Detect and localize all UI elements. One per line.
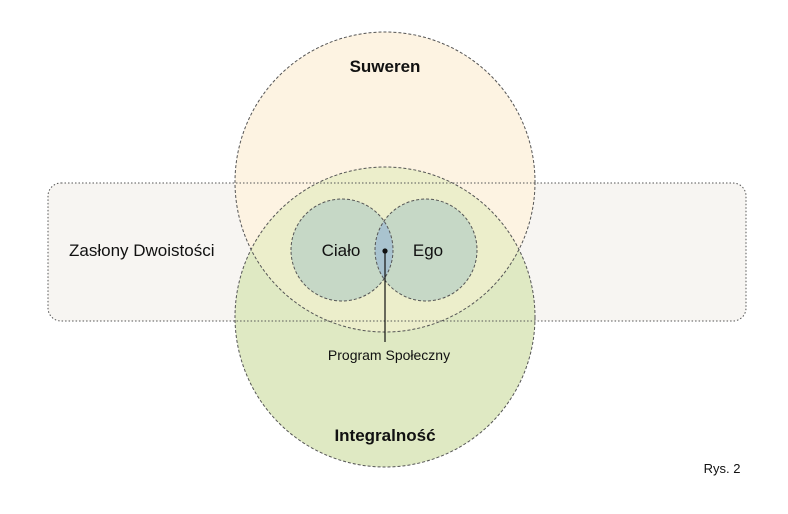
suweren-label: Suweren [350, 57, 421, 76]
ego-circle [375, 199, 477, 301]
cialo-label: Ciało [322, 241, 361, 260]
integralnosc-label: Integralność [334, 426, 435, 445]
cialo-circle [291, 199, 393, 301]
zaslony-dwoistosci-label: Zasłony Dwoistości [69, 241, 215, 260]
figure-caption: Rys. 2 [704, 461, 741, 476]
integralnosc-outline [234, 166, 536, 468]
program-spoleczny-label: Program Społeczny [328, 347, 450, 363]
cialo-outline [290, 198, 394, 302]
program-pointer-dot [382, 248, 388, 254]
ego-label: Ego [413, 241, 443, 260]
ego-outline [374, 198, 478, 302]
zaslony-dwoistosci-outline [47, 182, 747, 322]
